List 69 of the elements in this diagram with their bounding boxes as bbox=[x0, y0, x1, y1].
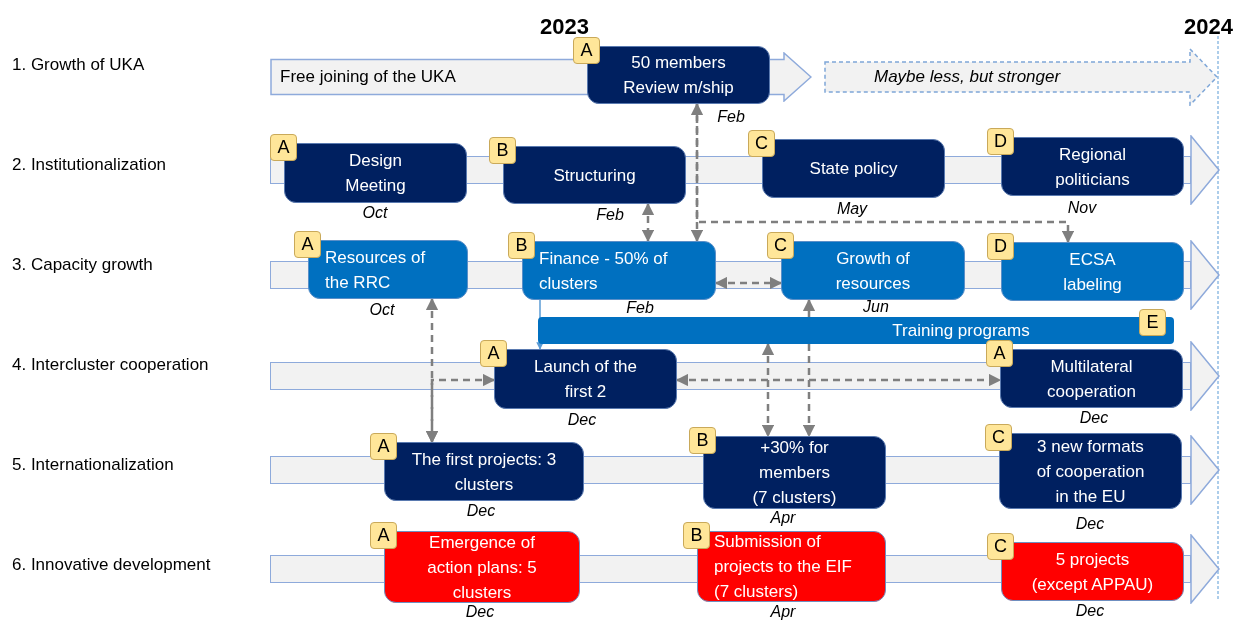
letter-badge: D bbox=[987, 233, 1014, 260]
letter-badge: A bbox=[480, 340, 507, 367]
date-label: Dec bbox=[1075, 515, 1105, 533]
date-label: Dec bbox=[1079, 409, 1109, 427]
letter-badge: C bbox=[767, 232, 794, 259]
row-label: 1. Growth of UKA bbox=[12, 54, 145, 76]
letter-badge: C bbox=[987, 533, 1014, 560]
date-label: Feb bbox=[626, 299, 654, 317]
date-label: May bbox=[836, 200, 868, 218]
letter-badge: A bbox=[986, 340, 1013, 367]
date-label: Apr bbox=[770, 603, 796, 621]
date-label: Jun bbox=[863, 298, 889, 316]
lane-text: Free joining of the UKA bbox=[280, 66, 456, 89]
date-label: Oct bbox=[362, 204, 388, 222]
dashed-arrow bbox=[714, 276, 783, 290]
milestone-text: ECSA labeling bbox=[1062, 248, 1123, 296]
milestone-text: Resources of the RRC bbox=[324, 246, 427, 294]
dashed-arrow bbox=[641, 202, 655, 243]
dashed-arrow bbox=[802, 298, 816, 317]
row-label: 3. Capacity growth bbox=[12, 254, 153, 276]
dashed-arrow bbox=[695, 104, 1075, 244]
row-label: 5. Internationalization bbox=[12, 454, 174, 476]
milestone-text: Structuring bbox=[553, 164, 636, 187]
milestone-text: State policy bbox=[809, 158, 898, 180]
letter-badge: A bbox=[370, 433, 397, 460]
letter-badge: D bbox=[987, 128, 1014, 155]
letter-badge: C bbox=[985, 424, 1012, 451]
milestone-text: The first projects: 3 clusters bbox=[410, 448, 558, 496]
letter-badge: A bbox=[573, 37, 600, 64]
dashed-arrow bbox=[761, 342, 775, 438]
date-label: Feb bbox=[717, 108, 745, 126]
date-label: Dec bbox=[465, 603, 495, 621]
row-label: 2. Institutionalization bbox=[12, 154, 167, 176]
date-label: Feb bbox=[596, 206, 624, 224]
letter-badge: E bbox=[1139, 309, 1166, 336]
milestone-text: 5 projects (except APPAU) bbox=[1030, 548, 1155, 596]
milestone-text: Regional politicians bbox=[1054, 143, 1131, 191]
letter-badge: A bbox=[370, 522, 397, 549]
lane-text: Maybe less, but stronger bbox=[874, 66, 1061, 89]
date-label: Dec bbox=[466, 502, 496, 520]
bar-label: Training programs bbox=[892, 320, 1030, 342]
dashed-arrow bbox=[675, 373, 1002, 387]
milestone-text: Emergence of action plans: 5 clusters bbox=[426, 531, 538, 604]
letter-badge: C bbox=[748, 130, 775, 157]
milestone-text: 50 members Review m/ship bbox=[622, 52, 735, 99]
milestone-text: Design Meeting bbox=[344, 150, 407, 197]
letter-badge: A bbox=[270, 134, 297, 161]
letter-badge: B bbox=[689, 427, 716, 454]
year-label: 2024 bbox=[1184, 13, 1233, 41]
letter-badge: B bbox=[683, 522, 710, 549]
date-label: Dec bbox=[1075, 602, 1105, 620]
milestone-text: 3 new formats of cooperation in the EU bbox=[1035, 435, 1146, 508]
dashed-arrow bbox=[425, 373, 496, 444]
milestone-text: Launch of the first 2 bbox=[533, 356, 638, 403]
letter-badge: A bbox=[294, 231, 321, 258]
date-label: Apr bbox=[770, 509, 796, 527]
row-label: 6. Innovative development bbox=[12, 554, 211, 576]
milestone-text: Submission of projects to the EIF (7 clusters) bbox=[713, 531, 853, 603]
dashed-arrow bbox=[802, 344, 816, 438]
row-label: 4. Intercluster cooperation bbox=[12, 354, 209, 376]
letter-badge: B bbox=[489, 137, 516, 164]
date-label: Oct bbox=[369, 301, 395, 319]
milestone-text: +30% for members (7 clusters) bbox=[751, 437, 838, 509]
milestone-text: Growth of resources bbox=[834, 247, 912, 295]
date-label: Nov bbox=[1067, 199, 1097, 217]
date-label: Dec bbox=[567, 411, 597, 429]
milestone-text: Finance - 50% of clusters bbox=[538, 247, 669, 295]
milestone-text: Multilateral cooperation bbox=[1046, 355, 1137, 403]
letter-badge: B bbox=[508, 232, 535, 259]
